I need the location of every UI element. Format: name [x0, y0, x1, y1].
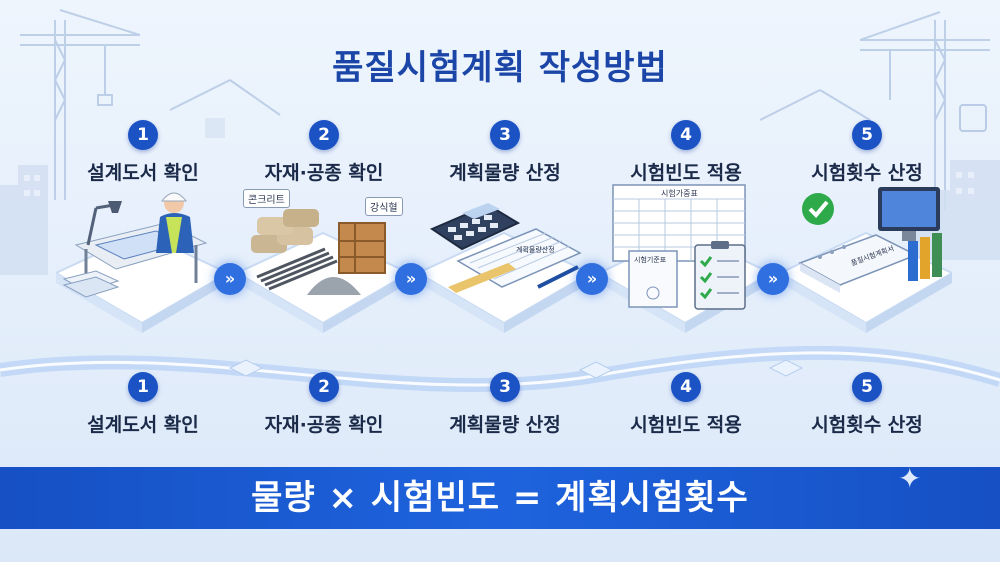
step-5-footer: 5 시험횟수 산정: [777, 372, 957, 437]
step-3-tile: 계획물량산정: [418, 183, 590, 333]
step-label: 시험횟수 산정: [811, 162, 923, 184]
step-label: 계획물량 산정: [449, 162, 561, 184]
concrete-tag: 콘크리트: [243, 189, 290, 208]
materials-icon: [237, 209, 409, 333]
next-arrow-icon: »: [757, 263, 789, 295]
step-2-footer: 2 자재·공종 확인: [234, 372, 414, 437]
step-4-footer: 4 시험빈도 적용: [596, 372, 776, 437]
step-1-tile: [56, 183, 228, 333]
step-label: 설계도서 확인: [87, 162, 199, 184]
step-number-badge: 5: [852, 120, 882, 150]
step-4-header: 4 시험빈도 적용: [596, 120, 776, 185]
step-5-tile: 품질시험계획서: [780, 183, 952, 333]
step-label: 계획물량 산정: [449, 414, 561, 436]
steel-tag: 강식혈: [365, 197, 403, 216]
sparkle-icon: ✦: [898, 462, 922, 495]
step-2-tile: 콘크리트 강식혈: [237, 183, 409, 333]
step-1-footer: 1 설계도서 확인: [53, 372, 233, 437]
next-arrow-icon: »: [576, 263, 608, 295]
step-number-badge: 1: [128, 372, 158, 402]
frequency-table-icon: [599, 184, 771, 333]
step-number-badge: 3: [490, 120, 520, 150]
designer-desk-icon: [56, 192, 228, 333]
page-title: 품질시험계획 작성방법: [332, 48, 668, 88]
step-4-tile: 시험가중표 시험기준표: [599, 183, 771, 333]
step-label: 시험횟수 산정: [811, 414, 923, 436]
step-label: 설계도서 확인: [87, 414, 199, 436]
step-label: 자재·공종 확인: [264, 414, 384, 436]
step-number-badge: 1: [128, 120, 158, 150]
step-label: 자재·공종 확인: [264, 162, 384, 184]
test-count-icon: [780, 187, 952, 333]
step-5-header: 5 시험횟수 산정: [777, 120, 957, 185]
step-3-footer: 3 계획물량 산정: [415, 372, 595, 437]
next-arrow-icon: »: [214, 263, 246, 295]
frequency-table-label: 시험가중표: [661, 189, 698, 198]
next-arrow-icon: »: [395, 263, 427, 295]
calculator-icon: [418, 203, 590, 333]
step-number-badge: 4: [671, 372, 701, 402]
step-label: 시험빈도 적용: [630, 162, 742, 184]
standard-sheet-label: 시험기준표: [634, 256, 667, 264]
step-number-badge: 2: [309, 372, 339, 402]
step-3-header: 3 계획물량 산정: [415, 120, 595, 185]
step-1-header: 1 설계도서 확인: [53, 120, 233, 185]
step-number-badge: 3: [490, 372, 520, 402]
quantity-sheet-label: 계획물량산정: [516, 246, 555, 254]
step-number-badge: 2: [309, 120, 339, 150]
step-number-badge: 5: [852, 372, 882, 402]
step-label: 시험빈도 적용: [630, 414, 742, 436]
formula-bar: 물량 × 시험빈도 = 계획시험횟수: [0, 467, 1000, 529]
step-number-badge: 4: [671, 120, 701, 150]
flow-band: [0, 345, 1000, 393]
step-2-header: 2 자재·공종 확인: [234, 120, 414, 185]
